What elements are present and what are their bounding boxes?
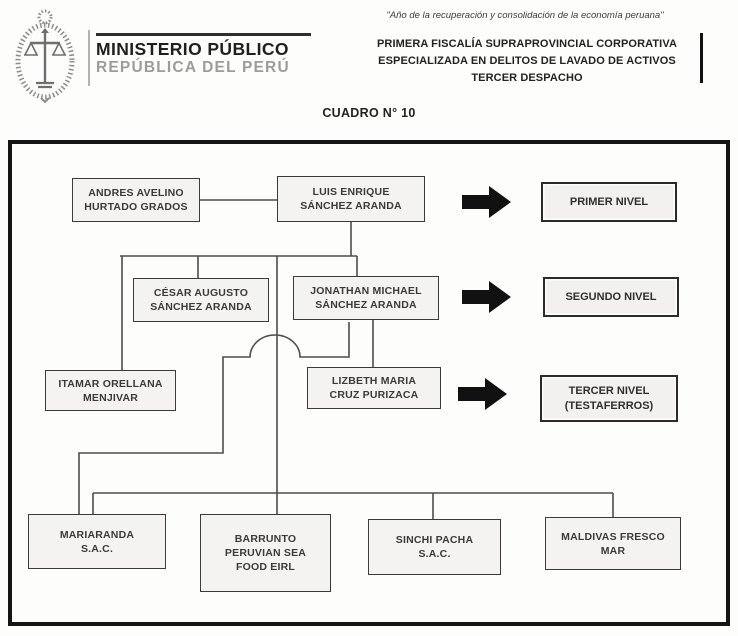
logo-text-block: MINISTERIO PÚBLICO REPÚBLICA DEL PERÚ [96, 33, 311, 77]
node-label: S.A.C. [80, 542, 114, 555]
node-mariaranda-sac: MARIARANDA S.A.C. [28, 514, 166, 569]
node-luis-enrique-sanchez-aranda: LUIS ENRIQUE SÁNCHEZ ARANDA [277, 176, 425, 222]
node-label: SÁNCHEZ ARANDA [150, 301, 252, 313]
office-line-2: ESPECIALIZADA EN DELITOS DE LAVADO DE AC… [378, 55, 676, 67]
node-sinchi-pacha-sac: SINCHI PACHA S.A.C. [368, 519, 501, 575]
node-label: LUIS ENRIQUE [312, 186, 390, 198]
node-label: MARIARANDA [59, 528, 135, 541]
level-label: SEGUNDO NIVEL [565, 290, 657, 303]
ministerio-publico-seal-icon [8, 6, 82, 106]
node-label: HURTADO GRADOS [84, 201, 188, 213]
logo-rule [96, 33, 311, 36]
node-label: LIZBETH MARIA [331, 375, 417, 387]
node-label: SINCHI PACHA [395, 534, 474, 546]
arrow-right-icon [462, 186, 511, 218]
node-andres-avelino-hurtado-grados: ANDRES AVELINO HURTADO GRADOS [72, 178, 200, 222]
node-label: SÁNCHEZ ARANDA [315, 299, 417, 311]
node-label: ANDRES AVELINO [88, 187, 184, 199]
legend-segundo-nivel: SEGUNDO NIVEL [543, 277, 679, 317]
logo-subtitle: REPÚBLICA DEL PERÚ [96, 59, 290, 76]
level-label: PRIMER NIVEL [569, 195, 649, 208]
node-label: JONATHAN MICHAEL [310, 285, 422, 297]
node-label: SÁNCHEZ ARANDA [300, 200, 402, 212]
arrow-right-icon [458, 378, 507, 410]
logo-title: MINISTERIO PÚBLICO [96, 39, 289, 59]
node-jonathan-michael-sanchez-aranda: JONATHAN MICHAEL SÁNCHEZ ARANDA [293, 276, 439, 320]
office-side-bar [700, 33, 703, 83]
node-label: S.A.C. [418, 548, 451, 560]
legend-primer-nivel: PRIMER NIVEL [541, 182, 677, 222]
node-label: MENJIVAR [82, 391, 139, 404]
legend-tercer-nivel-testaferros: TERCER NIVEL (TESTAFERROS) [540, 375, 678, 422]
node-cesar-augusto-sanchez-aranda: CÉSAR AUGUSTO SÁNCHEZ ARANDA [133, 278, 269, 322]
node-label: ITAMAR ORELLANA [58, 377, 163, 390]
node-label: MALDIVAS FRESCO [561, 530, 665, 543]
office-line-1: PRIMERA FISCALÍA SUPRAPROVINCIAL CORPORA… [377, 38, 677, 50]
node-label: BARRUNTO [234, 533, 297, 545]
node-maldivas-fresco-mar: MALDIVAS FRESCO MAR [545, 517, 681, 570]
header-quote: "Año de la recuperación y consolidación … [386, 10, 664, 21]
scales-of-justice-icon [15, 9, 75, 104]
node-lizbeth-maria-cruz-purizaca: LIZBETH MARIA CRUZ PURIZACA [307, 367, 441, 409]
node-barrunto-peruvian-sea-food-eirl: BARRUNTO PERUVIAN SEA FOOD EIRL [200, 514, 331, 592]
node-label: PERUVIAN SEA [224, 547, 307, 559]
level-label: TERCER NIVEL [568, 384, 650, 397]
node-label: MAR [600, 544, 626, 557]
node-itamar-orellana-menjivar: ITAMAR ORELLANA MENJIVAR [45, 370, 176, 411]
node-label: CÉSAR AUGUSTO [153, 287, 249, 299]
level-label: (TESTAFERROS) [564, 399, 654, 412]
node-label: FOOD EIRL [236, 561, 295, 573]
connector-jonathan-mariaranda-bridge [78, 322, 350, 514]
arrow-right-icon [462, 281, 511, 313]
office-line-3: TERCER DESPACHO [471, 72, 583, 84]
logo-divider [88, 30, 90, 86]
fiscalia-office-title: PRIMERA FISCALÍA SUPRAPROVINCIAL CORPORA… [362, 36, 692, 87]
node-label: CRUZ PURIZACA [329, 389, 419, 401]
org-chart-frame [8, 140, 730, 626]
chart-caption: CUADRO N° 10 [322, 106, 416, 120]
